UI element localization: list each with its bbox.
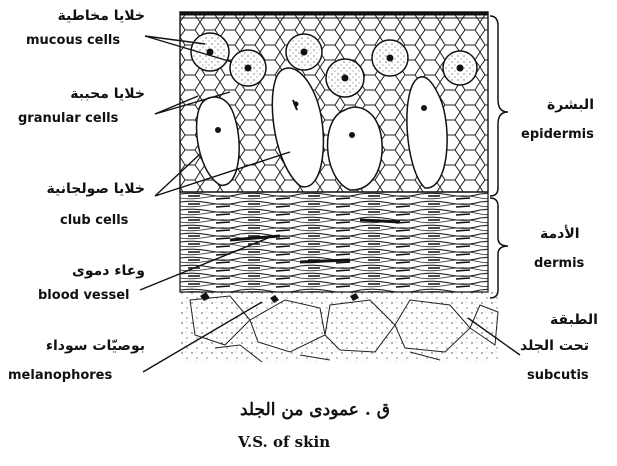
subcutis-layer <box>180 292 500 362</box>
brace-dermis <box>490 198 508 298</box>
mucous-cell <box>326 59 364 97</box>
mucous-cell <box>230 50 266 86</box>
mucous-cell <box>286 34 322 70</box>
club-cell <box>328 107 383 190</box>
mucous-cell <box>372 40 408 76</box>
brace-epidermis <box>490 16 508 196</box>
dermis-layer <box>180 192 488 292</box>
mucous-cell <box>443 51 477 85</box>
